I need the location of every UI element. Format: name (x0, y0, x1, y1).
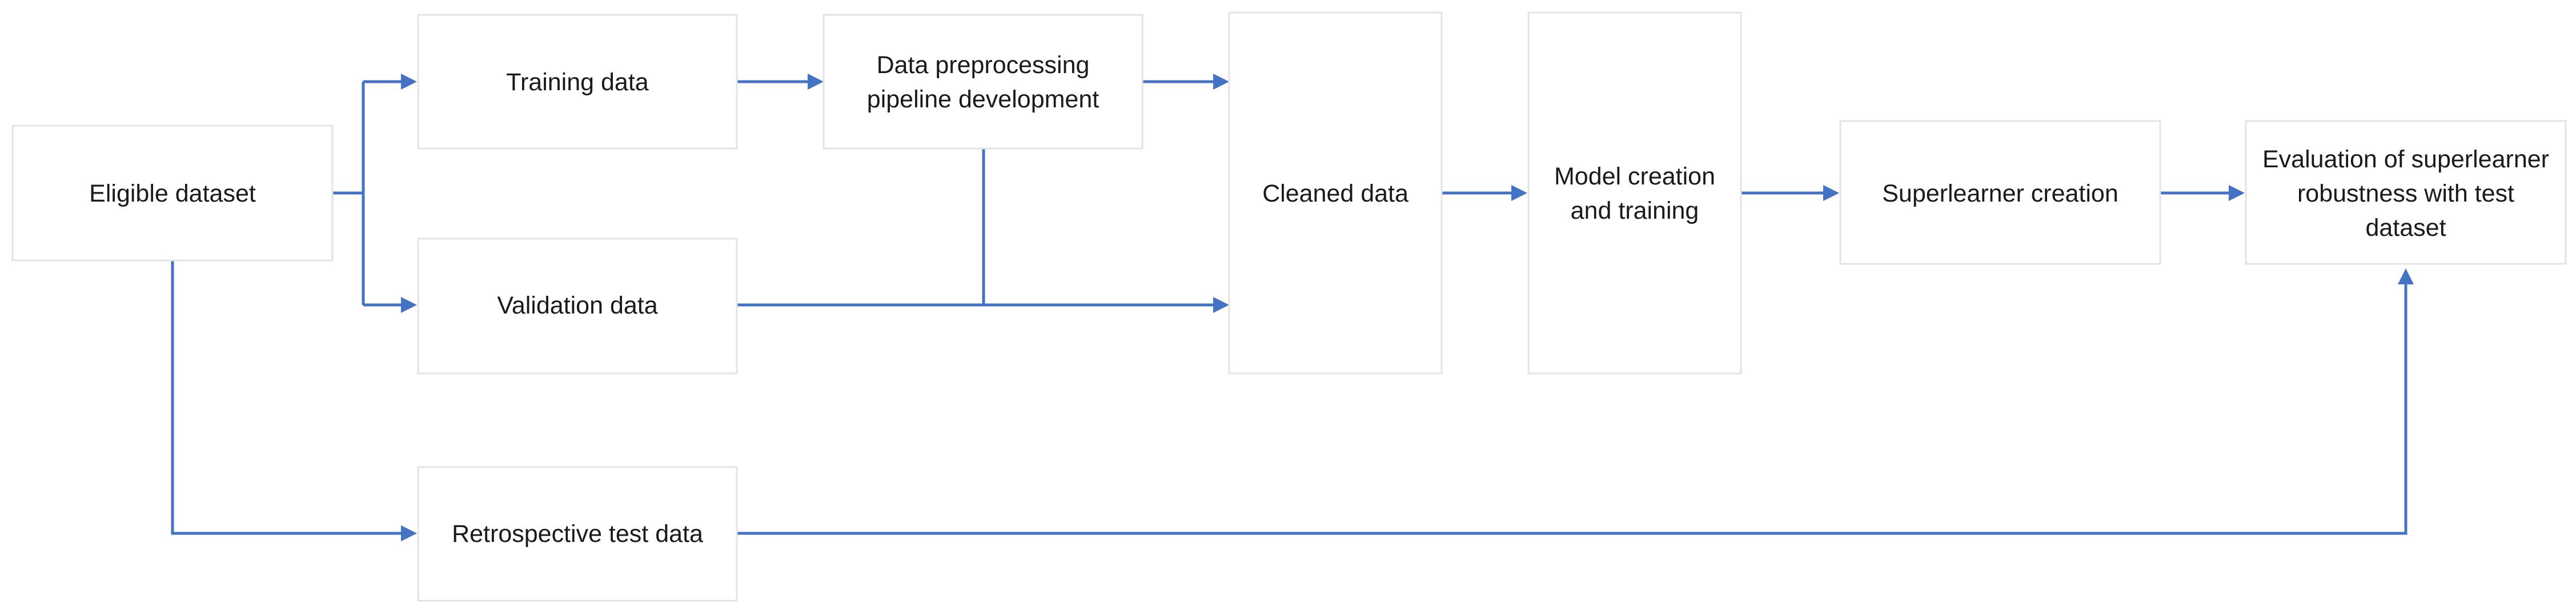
node-validation-data-label: Validation data (497, 292, 657, 319)
label-line: Training data (506, 69, 648, 96)
node-data-preprocessing-label: Data preprocessing pipeline development (867, 51, 1099, 113)
node-evaluation: Evaluation of superlearner robustness wit… (2245, 120, 2567, 265)
arrowhead-validation (401, 297, 417, 313)
label-line: Validation data (497, 292, 657, 319)
arrowhead-evaluation-bottom (2398, 268, 2414, 284)
label-line: pipeline development (867, 86, 1099, 113)
arrowhead-preprocessing (808, 74, 824, 90)
arrow-eligible-to-retrospective (171, 260, 414, 535)
label-line: Retrospective test data (452, 520, 703, 548)
label-line: Data preprocessing (877, 51, 1090, 79)
arrow-retrospective-to-evaluation (737, 272, 2408, 535)
label-line: dataset (2365, 214, 2446, 242)
label-line: Cleaned data (1262, 180, 1409, 207)
node-validation-data: Validation data (417, 238, 738, 375)
label-line: robustness with test (2297, 180, 2514, 207)
label-line: Model creation (1554, 163, 1715, 190)
arrowhead-model (1511, 185, 1527, 201)
arrowhead-training (401, 74, 417, 90)
node-retrospective-test-data-label: Retrospective test data (452, 520, 703, 548)
node-retrospective-test-data: Retrospective test data (417, 466, 738, 602)
connectors (171, 79, 2408, 535)
arrowhead-superlearner (1823, 185, 1839, 201)
arrowhead-cleaned-bottom (1213, 297, 1229, 313)
node-model-creation: Model creation and training (1527, 11, 1742, 375)
node-cleaned-data-label: Cleaned data (1262, 180, 1409, 207)
node-eligible-dataset-label: Eligible dataset (89, 180, 256, 207)
node-superlearner-creation-label: Superlearner creation (1882, 180, 2118, 207)
node-model-creation-label: Model creation and training (1554, 163, 1715, 224)
node-training-data: Training data (417, 14, 738, 150)
node-cleaned-data: Cleaned data (1228, 11, 1443, 375)
node-evaluation-label: Evaluation of superlearner robustness wit… (2262, 146, 2549, 242)
arrowhead-cleaned-top (1213, 74, 1229, 90)
arrowhead-evaluation (2229, 185, 2245, 201)
node-training-data-label: Training data (506, 69, 648, 96)
node-data-preprocessing: Data preprocessing pipeline development (822, 14, 1143, 150)
label-line: Evaluation of superlearner (2262, 146, 2549, 173)
arrowhead-retrospective (401, 525, 417, 541)
label-line: Superlearner creation (1882, 180, 2118, 207)
node-eligible-dataset: Eligible dataset (11, 124, 334, 262)
label-line: and training (1571, 197, 1699, 224)
label-line: Eligible dataset (89, 180, 256, 207)
node-superlearner-creation: Superlearner creation (1839, 120, 2161, 265)
arrowheads (401, 74, 2414, 541)
